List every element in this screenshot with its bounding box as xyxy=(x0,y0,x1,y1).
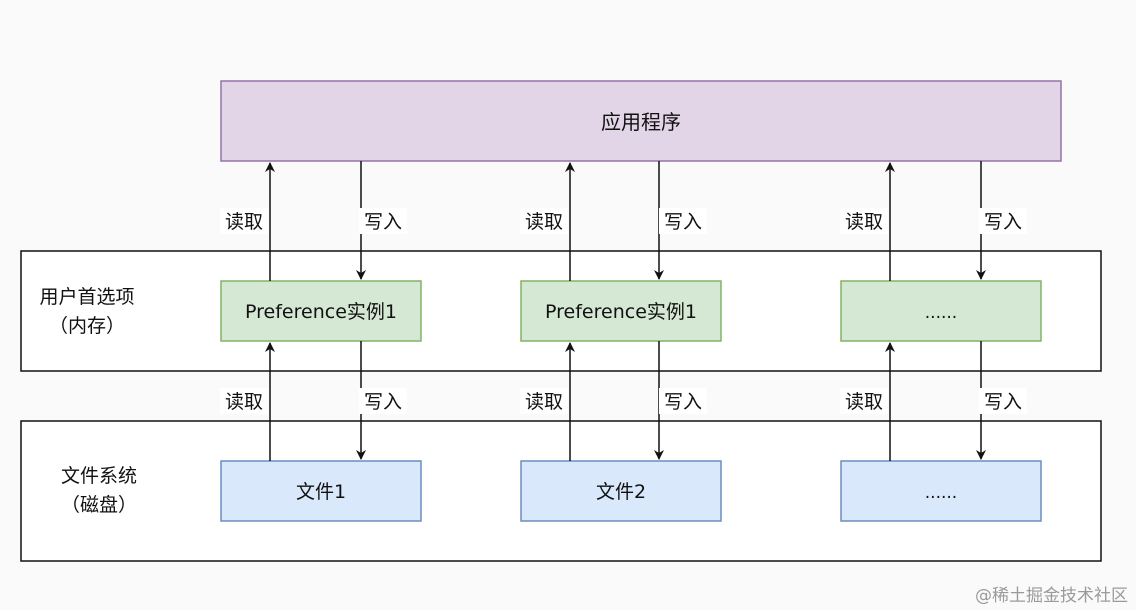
write-arrow-lower-2: 写入 xyxy=(654,341,707,460)
write-label-upper-2: 写入 xyxy=(664,211,702,233)
read-arrow-lower-3: 读取 xyxy=(840,342,895,461)
layer-filesystem-title: 文件系统 xyxy=(61,465,137,487)
file-node-3-label: ...... xyxy=(925,483,957,503)
write-label-lower-3: 写入 xyxy=(984,391,1022,413)
write-label-lower-2: 写入 xyxy=(664,391,702,413)
write-arrow-upper-3: 写入 xyxy=(976,161,1027,280)
write-label-upper-1: 写入 xyxy=(364,211,402,233)
write-arrow-lower-3: 写入 xyxy=(976,341,1027,460)
read-arrow-upper-2: 读取 xyxy=(520,162,575,281)
file-node-3-box xyxy=(840,460,1042,522)
file-node-3: ...... xyxy=(840,460,1042,522)
file-node-1-box xyxy=(220,460,422,522)
app-node-label: 应用程序 xyxy=(601,110,681,134)
file-node-1: 文件1 xyxy=(220,460,422,522)
preference-node-2-box xyxy=(520,280,722,342)
app-node: 应用程序 xyxy=(220,80,1062,162)
preference-node-1: Preference实例1 xyxy=(220,280,422,342)
preference-node-2-label: Preference实例1 xyxy=(545,301,697,323)
preference-node-3-box xyxy=(840,280,1042,342)
layer-preferences-subtitle: （内存） xyxy=(49,315,125,337)
write-arrow-upper-1: 写入 xyxy=(356,161,407,280)
preference-node-3-label: ...... xyxy=(925,303,957,323)
layer-filesystem-subtitle: （磁盘） xyxy=(61,494,137,516)
preference-node-1-label: Preference实例1 xyxy=(245,301,397,323)
file-node-2-label: 文件2 xyxy=(596,481,646,503)
layer-preferences-title: 用户首选项 xyxy=(39,286,134,308)
read-label-lower-3: 读取 xyxy=(845,391,883,413)
app-node-box xyxy=(220,80,1062,162)
read-arrow-upper-3: 读取 xyxy=(840,162,895,281)
preference-node-3: ...... xyxy=(840,280,1042,342)
read-arrow-lower-2: 读取 xyxy=(520,342,575,461)
file-node-1-label: 文件1 xyxy=(296,481,346,503)
write-label-upper-3: 写入 xyxy=(984,211,1022,233)
read-arrow-upper-1: 读取 xyxy=(220,162,275,281)
file-node-2-box xyxy=(520,460,722,522)
watermark: @稀土掘金技术社区 xyxy=(975,586,1128,606)
read-arrow-lower-1: 读取 xyxy=(220,342,275,461)
write-arrow-lower-1: 写入 xyxy=(356,341,407,460)
read-label-lower-2: 读取 xyxy=(525,391,563,413)
read-label-lower-1: 读取 xyxy=(225,391,263,413)
read-label-upper-2: 读取 xyxy=(525,211,563,233)
read-label-upper-3: 读取 xyxy=(845,211,883,233)
read-label-upper-1: 读取 xyxy=(225,211,263,233)
preference-node-2: Preference实例1 xyxy=(520,280,722,342)
write-label-lower-1: 写入 xyxy=(364,391,402,413)
preference-node-1-box xyxy=(220,280,422,342)
file-node-2: 文件2 xyxy=(520,460,722,522)
write-arrow-upper-2: 写入 xyxy=(654,161,707,280)
